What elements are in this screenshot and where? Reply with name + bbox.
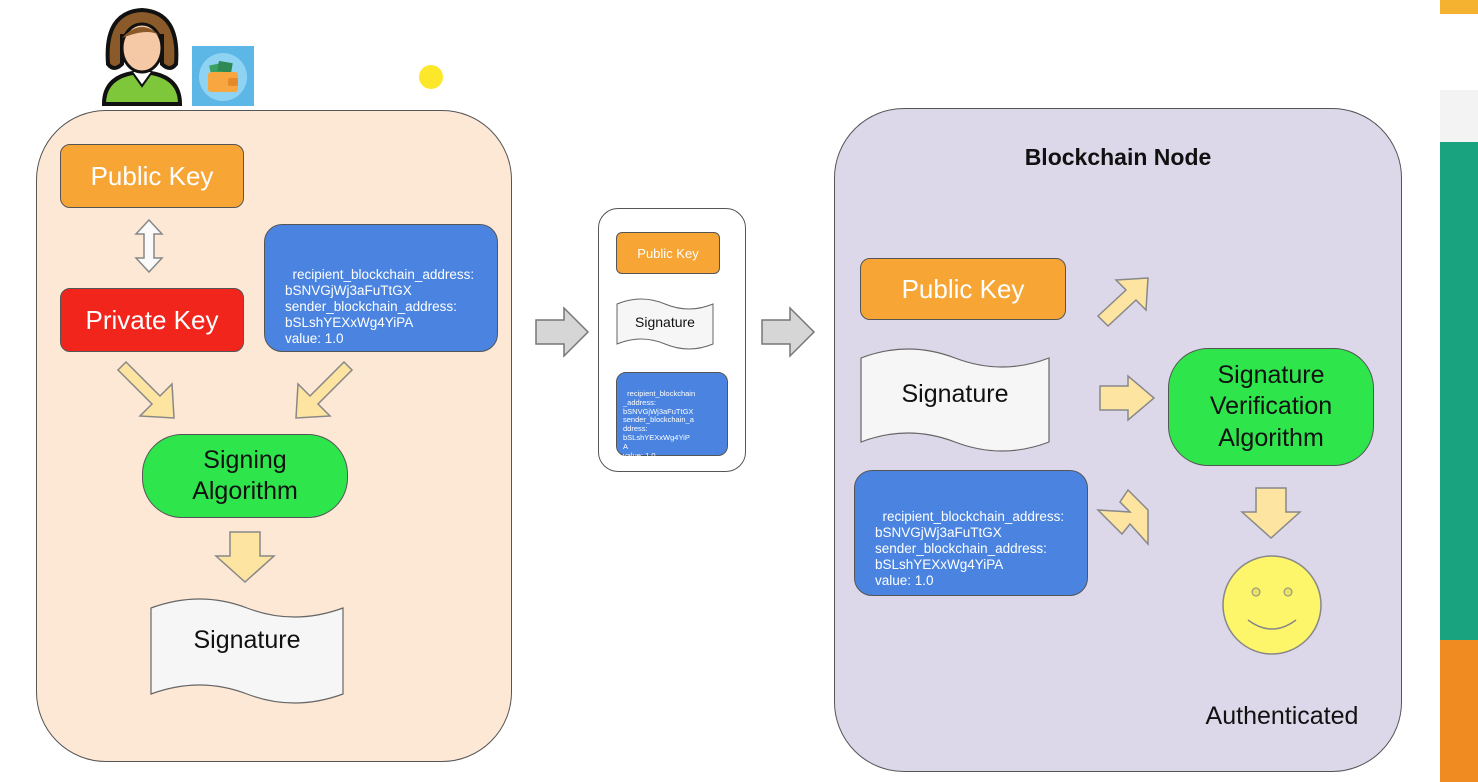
- packet-signature-shape: [616, 298, 714, 350]
- signing-algorithm: Signing Algorithm: [142, 434, 348, 518]
- flow-arrow-icon: [295, 360, 354, 419]
- side-window-edge: [1440, 0, 1478, 782]
- smiley-icon: [1222, 555, 1322, 655]
- flow-arrow-icon: [1096, 488, 1149, 546]
- transfer-arrow-icon: [761, 306, 816, 358]
- sender-public-key: Public Key: [60, 144, 244, 208]
- signature-verification-algorithm: Signature Verification Algorithm: [1168, 348, 1374, 466]
- node-signature-label: Signature: [901, 380, 1009, 408]
- cursor-dot: [419, 65, 443, 89]
- flow-arrow-icon: [1240, 487, 1302, 540]
- packet-transaction: recipient_blockchain _address: bSNVGjWj3…: [616, 372, 728, 460]
- wallet-icon: [192, 46, 254, 106]
- node-public-key: Public Key: [860, 258, 1066, 320]
- user-avatar-icon: [101, 7, 183, 106]
- packet-public-key: Public Key: [616, 232, 720, 274]
- packet-transaction-text: recipient_blockchain _address: bSNVGjWj3…: [623, 388, 696, 460]
- sender-signature-label: Signature: [193, 626, 301, 654]
- authenticated-label: Authenticated: [1205, 702, 1359, 730]
- sender-transaction-text: recipient_blockchain_address: bSNVGjWj3a…: [285, 266, 475, 346]
- transfer-arrow-icon: [535, 306, 590, 358]
- node-transaction: recipient_blockchain_address: bSNVGjWj3a…: [854, 470, 1088, 596]
- flow-arrow-icon: [116, 360, 175, 419]
- flow-arrow-icon: [1096, 277, 1149, 328]
- packet-signature-label: Signature: [635, 314, 695, 330]
- node-transaction-text: recipient_blockchain_address: bSNVGjWj3a…: [875, 508, 1065, 588]
- sender-private-key-label: Private Key: [85, 304, 219, 335]
- signature-verification-algorithm-label: Signature Verification Algorithm: [1209, 361, 1333, 452]
- sender-signature-shape: [150, 598, 344, 704]
- sender-private-key: Private Key: [60, 288, 244, 352]
- packet-public-key-label: Public Key: [637, 245, 699, 261]
- node-signature-shape: [860, 348, 1050, 452]
- node-title: Blockchain Node: [1024, 144, 1212, 170]
- double-arrow-icon: [134, 218, 164, 274]
- sender-transaction: recipient_blockchain_address: bSNVGjWj3a…: [264, 224, 498, 352]
- flow-arrow-icon: [1099, 374, 1156, 422]
- flow-arrow-icon: [214, 531, 276, 584]
- sender-public-key-label: Public Key: [90, 160, 214, 191]
- node-public-key-label: Public Key: [901, 273, 1025, 304]
- signing-algorithm-label: Signing Algorithm: [192, 445, 298, 505]
